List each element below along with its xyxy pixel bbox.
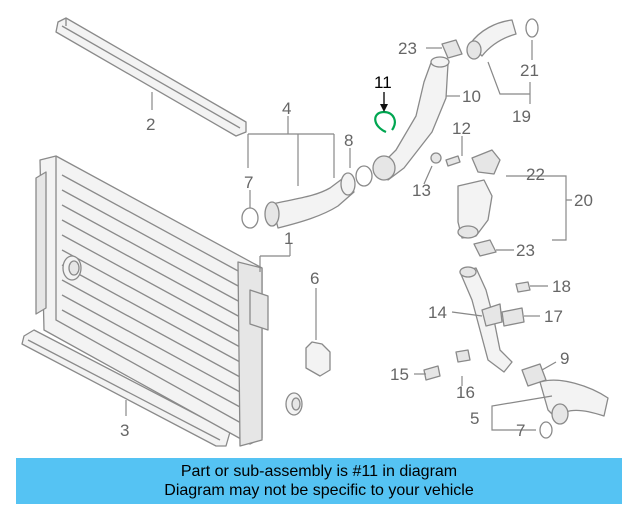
part-13-nut (430, 152, 442, 164)
part-18-screw (515, 281, 531, 293)
part-7-oring (241, 207, 259, 229)
part-2-upper-bracket (55, 17, 247, 137)
label-7-upper: 7 (244, 173, 253, 192)
label-19: 19 (512, 107, 531, 126)
label-1: 1 (284, 229, 293, 248)
part-15-bolt (423, 365, 441, 381)
label-6: 6 (310, 269, 319, 288)
label-11: 11 (374, 73, 392, 92)
part-3-lower-bracket (21, 329, 231, 447)
part-16-nut (455, 349, 471, 363)
part-23-lower-clamp (473, 239, 497, 257)
label-3: 3 (120, 421, 129, 440)
part-23-upper-clamp (441, 39, 463, 59)
part-5-hose (539, 379, 609, 425)
label-9: 9 (560, 349, 569, 368)
part-11-clip (374, 110, 396, 134)
label-20: 20 (574, 191, 593, 210)
label-22: 22 (526, 165, 545, 184)
banner-line-2: Diagram may not be specific to your vehi… (164, 482, 474, 499)
label-23-lower: 23 (516, 241, 535, 260)
part-19-hose (466, 18, 539, 60)
label-10: 10 (462, 87, 481, 106)
part-17-stud (501, 307, 525, 327)
label-17: 17 (544, 307, 563, 326)
part-7-lower-oring (539, 421, 553, 439)
label-5: 5 (470, 409, 479, 428)
intercooler-core (35, 155, 303, 447)
label-23-upper: 23 (398, 39, 417, 58)
part-14-pipe (459, 266, 513, 373)
label-16: 16 (456, 383, 475, 402)
label-2: 2 (146, 115, 155, 134)
label-8: 8 (344, 131, 353, 150)
label-13: 13 (412, 181, 431, 200)
part-8-oring (355, 165, 373, 187)
part-22-clamp (471, 149, 501, 175)
label-21: 21 (520, 61, 539, 80)
arrow-11 (380, 104, 388, 112)
label-15: 15 (390, 365, 409, 384)
label-4: 4 (282, 99, 291, 118)
label-7-lower: 7 (516, 421, 525, 440)
labels: 2 3 4 7 8 1 6 11 10 12 13 23 21 19 22 20… (120, 39, 593, 440)
part-6-clip (305, 341, 331, 377)
part-12-bolt (445, 155, 461, 167)
info-banner: Part or sub-assembly is #11 in diagram D… (16, 458, 622, 504)
label-12: 12 (452, 119, 471, 138)
banner-line-1: Part or sub-assembly is #11 in diagram (180, 463, 458, 480)
part-4-hose (264, 172, 356, 229)
label-14: 14 (428, 303, 447, 322)
parts-diagram: 2 3 4 7 8 1 6 11 10 12 13 23 21 19 22 20… (21, 17, 609, 447)
part-10-pipe (372, 56, 450, 181)
part-20-hose (457, 179, 493, 239)
part-9-clamp (521, 363, 547, 387)
label-18: 18 (552, 277, 571, 296)
leader-lines (125, 40, 572, 431)
